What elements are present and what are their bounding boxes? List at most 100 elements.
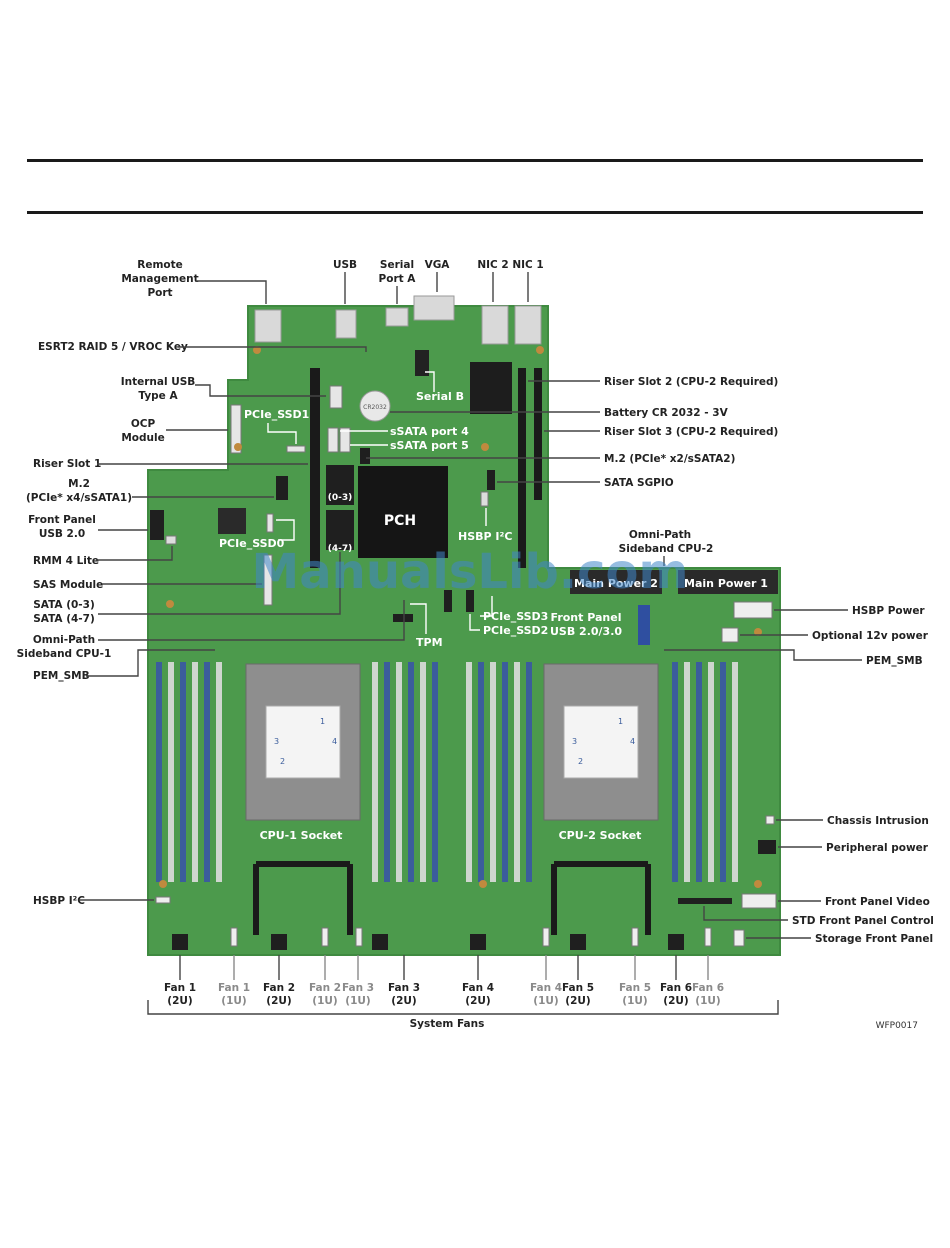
- ssata-port-5: [339, 427, 351, 453]
- serial-a-label-1: Serial: [380, 259, 414, 271]
- tpm-label: TPM: [416, 636, 443, 649]
- fan-name-label: Fan 1: [164, 982, 196, 994]
- fan-size-label: (1U): [312, 995, 337, 1007]
- main-power-1-label: Main Power 1: [684, 577, 768, 590]
- main-power-2-label: Main Power 2: [574, 577, 658, 590]
- fan-name-label: Fan 3: [342, 982, 374, 994]
- remote-mgmt-label-2: Management: [121, 273, 198, 285]
- svg-text:1: 1: [320, 717, 325, 726]
- hsbp-i2c-center-label: HSBP I²C: [458, 530, 512, 543]
- pcie-ssd3-label: PCIe_SSD3: [483, 610, 548, 623]
- riser3-label: Riser Slot 3 (CPU-2 Required): [604, 426, 778, 438]
- pch-label: PCH: [384, 513, 416, 529]
- fan-size-label: (1U): [533, 995, 558, 1007]
- header-rule-top: [27, 159, 923, 162]
- optional-12v-connector: [721, 627, 739, 643]
- sata-0-3-connector: [326, 465, 354, 505]
- nic2-label: NIC 2: [477, 259, 508, 271]
- chassis-label: Chassis Intrusion: [827, 815, 929, 827]
- pch-heatsink: [358, 466, 448, 558]
- fan-size-label: (2U): [391, 995, 416, 1007]
- fan-size-label: (1U): [221, 995, 246, 1007]
- opt-12v-label: Optional 12v power: [812, 630, 929, 642]
- ssata-port-4: [327, 427, 339, 453]
- cpu2-label: CPU-2 Socket: [559, 829, 642, 842]
- cpu1-socket: 1 4 3 2: [245, 663, 361, 821]
- watermark: ManualsLib.com: [252, 544, 689, 600]
- sata-sgpio-label: SATA SGPIO: [604, 477, 674, 489]
- dimm-group-3: [672, 662, 738, 882]
- pem-smb-left-label: PEM_SMB: [33, 670, 90, 682]
- remote-mgmt-label-1: Remote: [137, 259, 183, 271]
- fan-name-label: Fan 3: [388, 982, 420, 994]
- pcie-ssd2-connector: [466, 590, 474, 612]
- usb-label: USB: [333, 259, 357, 271]
- riser-slot-2: [518, 368, 526, 568]
- fan-name-label: Fan 2: [309, 982, 341, 994]
- vga-port: [413, 295, 455, 321]
- opa-cpu1-label-2: Sideband CPU-1: [17, 648, 112, 660]
- fp-usb3-label-2: USB 2.0/3.0: [550, 625, 622, 638]
- internal-usb-label-1: Internal USB: [121, 376, 196, 388]
- m2-right-connector: [360, 448, 370, 464]
- sata-label-1: SATA (0-3): [33, 599, 95, 611]
- cpu1-label: CPU-1 Socket: [260, 829, 343, 842]
- fan-name-label: Fan 2: [263, 982, 295, 994]
- std-fp-control-header: [678, 898, 732, 904]
- peripheral-label: Peripheral power: [826, 842, 929, 854]
- fp-video-connector: [741, 893, 777, 909]
- rmm-connector: [165, 535, 177, 545]
- fan-labels: Fan 1(2U)Fan 1(1U)Fan 2(2U)Fan 2(1U)Fan …: [164, 955, 724, 1007]
- svg-text:3: 3: [572, 737, 577, 746]
- sata-label-2: SATA (4-7): [33, 613, 95, 625]
- header-rule-bottom: [27, 211, 923, 214]
- riser2-label: Riser Slot 2 (CPU-2 Required): [604, 376, 778, 388]
- svg-text:4: 4: [630, 737, 635, 746]
- mounting-holes: [159, 346, 762, 888]
- riser-slot-1: [310, 368, 320, 568]
- storage-fp-connector: [733, 929, 745, 947]
- fan-size-label: (1U): [622, 995, 647, 1007]
- hsbp-i2c-center: [480, 491, 489, 507]
- ocp-label-1: OCP: [131, 418, 156, 430]
- opa-cpu2-label-1: Omni-Path: [629, 529, 691, 541]
- pcie-ssd3-connector: [444, 590, 452, 612]
- main-power-2: [570, 570, 662, 594]
- fp-video-label: Front Panel Video: [825, 896, 930, 908]
- fan-name-label: Fan 4: [462, 982, 494, 994]
- battery-text: CR2032: [363, 404, 387, 411]
- sata-sgpio-header: [487, 470, 495, 490]
- ssata-port5-label: sSATA port 5: [390, 439, 469, 452]
- main-power-1: [678, 570, 778, 594]
- fan-name-label: Fan 6: [660, 982, 692, 994]
- storage-fp-label: Storage Front Panel: [815, 933, 933, 945]
- sata-0-3-label: (0-3): [328, 493, 353, 503]
- peripheral-power-header: [758, 840, 776, 854]
- fan-size-label: (2U): [266, 995, 291, 1007]
- remote-mgmt-port: [254, 309, 282, 343]
- dimm-group-1: [156, 662, 222, 882]
- dimm-group-2: [372, 662, 532, 882]
- tpm-header: [393, 614, 413, 622]
- nic1-label: NIC 1: [512, 259, 543, 271]
- riser1-label: Riser Slot 1: [33, 458, 101, 470]
- fp-usb3-label-1: Front Panel: [551, 611, 622, 624]
- hsbp-power-connector: [733, 601, 773, 619]
- figure-id: WFP0017: [876, 1021, 918, 1031]
- riser-slot-3: [534, 368, 542, 500]
- nic2-port: [481, 305, 509, 345]
- system-fans-bracket: [147, 1000, 779, 1015]
- cpu1-bracket: [253, 861, 353, 935]
- ocp-connector: [230, 404, 242, 454]
- fan-size-label: (2U): [663, 995, 688, 1007]
- remote-mgmt-label-3: Port: [147, 287, 172, 299]
- bmc-chip: [218, 508, 246, 534]
- fp-usb3-header: [638, 605, 650, 645]
- fp-usb2-header: [150, 510, 164, 540]
- serial-a-label-2: Port A: [379, 273, 417, 285]
- vga-label: VGA: [425, 259, 451, 271]
- internal-usb-connector: [329, 385, 343, 409]
- hsbp-i2c-left-connector: [155, 896, 171, 904]
- pcie-ssd1-connector: [286, 445, 306, 453]
